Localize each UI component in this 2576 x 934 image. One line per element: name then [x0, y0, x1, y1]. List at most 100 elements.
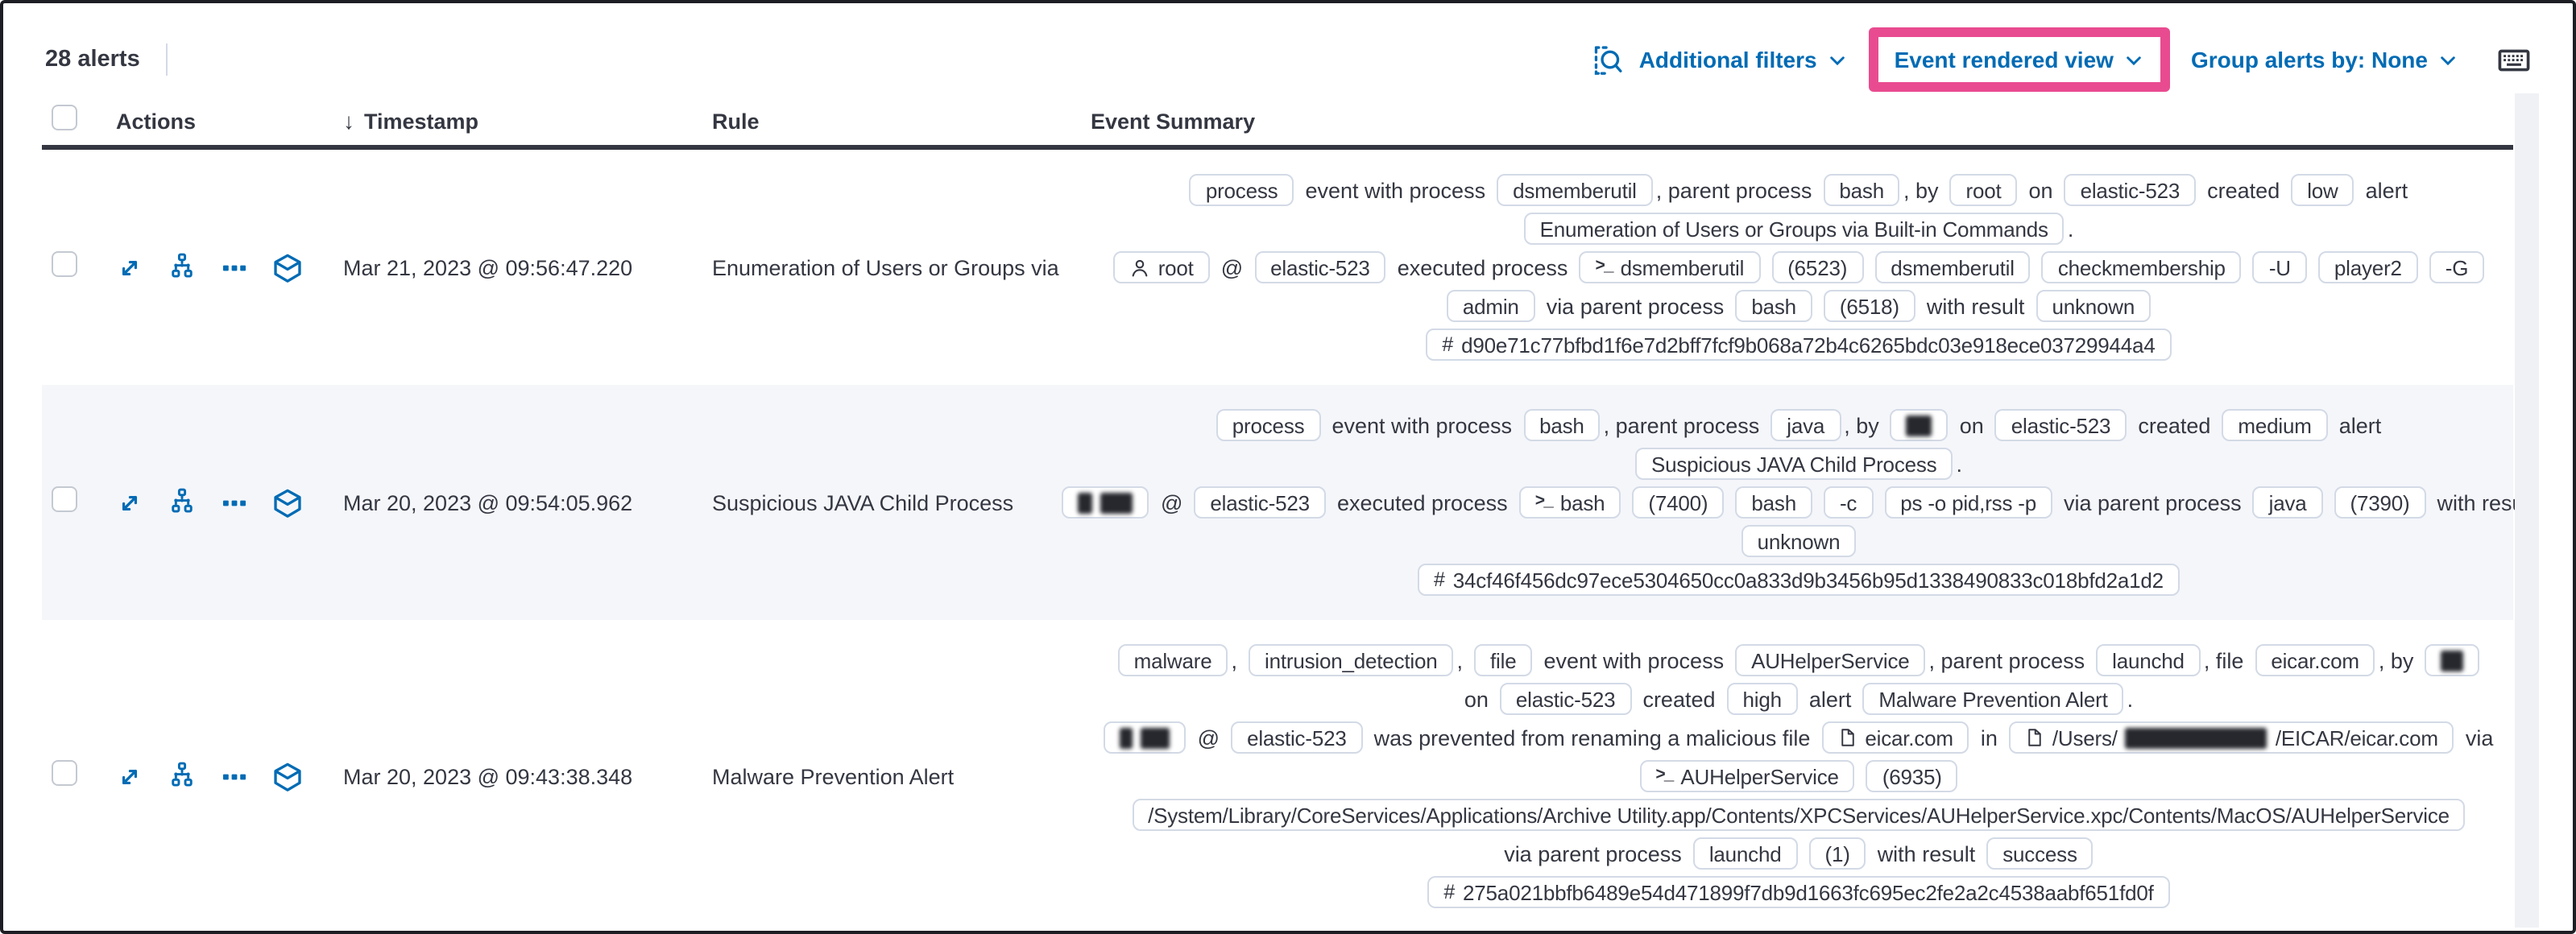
- summary-badge[interactable]: [1890, 409, 1949, 441]
- inspect-icon[interactable]: [1592, 44, 1623, 75]
- group-alerts-button[interactable]: Group alerts by: None: [2191, 47, 2458, 72]
- summary-badge[interactable]: (7390): [2334, 486, 2426, 519]
- row-checkbox[interactable]: [52, 250, 77, 276]
- summary-badge[interactable]: java: [2252, 486, 2323, 519]
- investigate-in-timeline-icon[interactable]: [272, 487, 303, 518]
- summary-badge[interactable]: admin: [1446, 290, 1535, 322]
- badge-text: dsmemberutil: [1620, 255, 1745, 279]
- summary-badge[interactable]: high: [1726, 683, 1798, 715]
- more-actions-icon[interactable]: [221, 489, 248, 516]
- summary-badge[interactable]: #34cf46f456dc97ece5304650cc0a833d9b3456b…: [1418, 564, 2180, 596]
- summary-badge[interactable]: ps -o pid,rss -p: [1884, 486, 2052, 519]
- summary-badge[interactable]: bash: [1823, 174, 1900, 206]
- investigate-in-timeline-icon[interactable]: [272, 761, 303, 791]
- view-mode-button[interactable]: Event rendered view: [1895, 47, 2144, 72]
- summary-badge[interactable]: process: [1216, 409, 1321, 441]
- summary-badge[interactable]: launchd: [2096, 644, 2201, 676]
- more-actions-icon[interactable]: [221, 254, 248, 281]
- summary-badge[interactable]: player2: [2317, 251, 2418, 283]
- summary-badge[interactable]: elastic-523: [1231, 721, 1363, 754]
- summary-badge[interactable]: success: [1986, 837, 2094, 870]
- row-checkbox[interactable]: [52, 486, 77, 511]
- summary-badge[interactable]: dsmemberutil: [1874, 251, 2031, 283]
- expand-alert-icon[interactable]: [116, 489, 143, 516]
- summary-badge[interactable]: malware: [1117, 644, 1228, 676]
- additional-filters-button[interactable]: Additional filters: [1639, 47, 1848, 72]
- summary-badge[interactable]: elastic-523: [1994, 409, 2127, 441]
- summary-badge[interactable]: [2425, 644, 2480, 676]
- summary-badge[interactable]: root: [1112, 251, 1210, 283]
- summary-badge[interactable]: (6935): [1866, 760, 1958, 792]
- summary-badge[interactable]: [1062, 486, 1149, 519]
- summary-badge[interactable]: process: [1189, 174, 1294, 206]
- summary-badge[interactable]: Malware Prevention Alert: [1862, 683, 2124, 715]
- rule-cell[interactable]: Enumeration of Users or Groups via Bui: [712, 255, 1066, 279]
- summary-badge[interactable]: >_AUHelperService: [1639, 760, 1855, 792]
- summary-badge[interactable]: bash: [1523, 409, 1601, 441]
- badge-text: (1): [1824, 841, 1850, 866]
- summary-badge[interactable]: unknown: [2036, 290, 2151, 322]
- row-checkbox[interactable]: [52, 759, 77, 785]
- summary-badge[interactable]: (6523): [1771, 251, 1864, 283]
- open-analyzer-icon[interactable]: [168, 488, 197, 517]
- summary-badge[interactable]: bash: [1735, 486, 1812, 519]
- summary-badge[interactable]: -c: [1823, 486, 1874, 519]
- rule-cell[interactable]: Malware Prevention Alert: [712, 764, 955, 788]
- summary-badge[interactable]: intrusion_detection: [1249, 644, 1454, 676]
- summary-badge[interactable]: #d90e71c77bfbd1f6e7d2bff7fcf9b068a72b4c6…: [1426, 329, 2172, 361]
- summary-badge[interactable]: checkmembership: [2041, 251, 2242, 283]
- summary-text: executed process: [1336, 490, 1508, 515]
- summary-badge[interactable]: elastic-523: [1254, 251, 1386, 283]
- summary-badge[interactable]: bash: [1735, 290, 1812, 322]
- expand-alert-icon[interactable]: [116, 254, 143, 281]
- summary-badge[interactable]: unknown: [1741, 525, 1857, 557]
- summary-badge[interactable]: -G: [2429, 251, 2485, 283]
- summary-badge[interactable]: eicar.com: [1821, 721, 1969, 754]
- badge-text: Malware Prevention Alert: [1878, 687, 2108, 711]
- summary-badge[interactable]: >_dsmemberutil: [1579, 251, 1761, 283]
- summary-badge[interactable]: java: [1770, 409, 1841, 441]
- summary-text: executed process: [1397, 255, 1568, 279]
- investigate-in-timeline-icon[interactable]: [272, 252, 303, 283]
- summary-badge[interactable]: launchd: [1692, 837, 1798, 870]
- summary-badge[interactable]: dsmemberutil: [1497, 174, 1653, 206]
- rule-cell[interactable]: Suspicious JAVA Child Process: [712, 490, 1014, 515]
- summary-badge[interactable]: (7400): [1632, 486, 1725, 519]
- open-analyzer-icon[interactable]: [168, 253, 197, 282]
- badge-text: bash: [1839, 178, 1884, 202]
- summary-badge[interactable]: elastic-523: [2064, 174, 2197, 206]
- summary-badge[interactable]: file: [1474, 644, 1533, 676]
- summary-badge[interactable]: Enumeration of Users or Groups via Built…: [1523, 213, 2065, 245]
- open-analyzer-icon[interactable]: [168, 762, 197, 791]
- summary-badge[interactable]: root: [1949, 174, 2018, 206]
- keyboard-shortcuts-icon[interactable]: [2497, 43, 2531, 76]
- summary-badge[interactable]: /System/Library/CoreServices/Application…: [1132, 799, 2466, 831]
- summary-badge[interactable]: /Users//EICAR/eicar.com: [2008, 721, 2454, 754]
- badge-text: low: [2307, 178, 2338, 202]
- expand-alert-icon[interactable]: [116, 762, 143, 790]
- summary-text: alert: [2365, 178, 2408, 202]
- summary-badge[interactable]: medium: [2222, 409, 2328, 441]
- summary-badge[interactable]: AUHelperService: [1735, 644, 1926, 676]
- summary-badge[interactable]: [1104, 721, 1187, 754]
- summary-badge[interactable]: Suspicious JAVA Child Process: [1634, 448, 1953, 480]
- summary-badge[interactable]: low: [2291, 174, 2354, 206]
- select-all-checkbox[interactable]: [52, 104, 77, 130]
- summary-badge[interactable]: -U: [2252, 251, 2307, 283]
- summary-text: on: [1959, 413, 1984, 437]
- summary-badge[interactable]: elastic-523: [1194, 486, 1326, 519]
- summary-badge[interactable]: elastic-523: [1499, 683, 1632, 715]
- more-actions-icon[interactable]: [221, 762, 248, 790]
- summary-text: @: [1197, 725, 1220, 750]
- header-timestamp[interactable]: ↓ Timestamp: [316, 108, 712, 134]
- summary-badge[interactable]: #275a021bbfb6489e54d471899f7db9d1663fc69…: [1427, 876, 2170, 908]
- summary-badge[interactable]: (1): [1808, 837, 1866, 870]
- vertical-scrollbar[interactable]: [2515, 93, 2539, 928]
- summary-badge[interactable]: eicar.com: [2255, 644, 2375, 676]
- summary-badge[interactable]: >_bash: [1518, 486, 1621, 519]
- summary-text: .: [1956, 452, 1963, 476]
- summary-badge[interactable]: (6518): [1823, 290, 1915, 322]
